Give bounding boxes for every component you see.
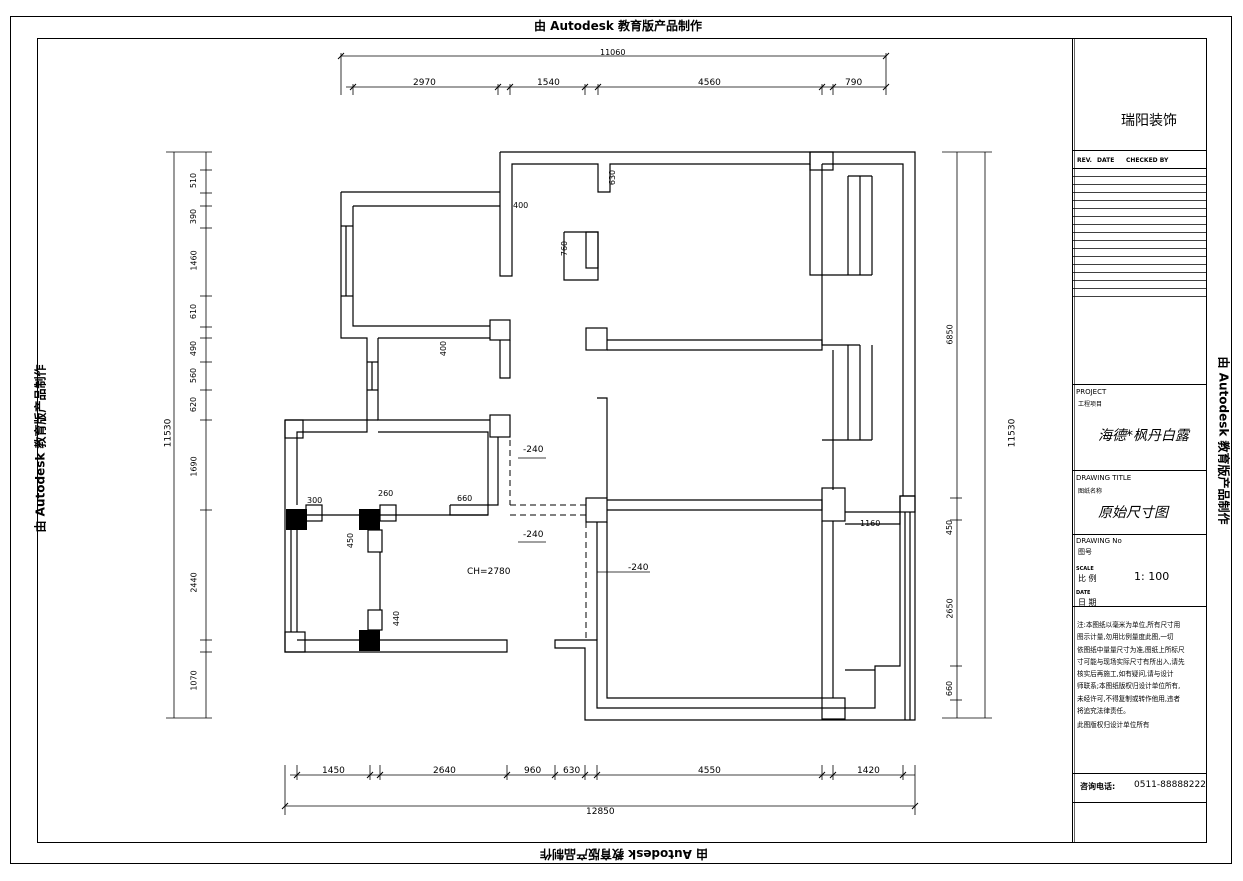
dim-left-total: 11530 [163, 418, 174, 448]
dim-bottom-3: 960 [524, 766, 542, 776]
dim-440-label: 440 [392, 610, 402, 627]
dim-bottom-1: 1450 [322, 766, 345, 776]
beam-dashed-lines [497, 440, 587, 640]
dim-right-1: 6850 [945, 324, 955, 345]
inner-border [37, 38, 1207, 843]
date-sublabel: 日 期 [1078, 598, 1097, 607]
note-line: 核实后再施工,如有疑问,请与设计 [1077, 670, 1174, 679]
dim-bottom-6: 1420 [857, 766, 880, 776]
project-name: 海德*枫丹白露 [1098, 428, 1189, 444]
note-line: 未经许可,不得复制或转作他用,违者 [1077, 694, 1181, 703]
company-name: 瑞阳装饰 [1121, 113, 1177, 129]
revision-rows [1072, 176, 1206, 297]
dim-left-7: 620 [189, 396, 199, 413]
dim-right-4: 660 [945, 680, 955, 697]
ceiling-height-label: CH=2780 [467, 567, 511, 577]
dim-450-label: 450 [346, 532, 356, 549]
dim-right-3: 2650 [945, 598, 955, 619]
drawing-title: 原始尺寸图 [1098, 505, 1168, 521]
dim-left-6: 560 [189, 367, 199, 384]
copyright-note: 此图版权归设计单位所有 [1077, 721, 1150, 730]
dim-right-total: 11530 [1007, 418, 1018, 448]
note-line: 寸可能与现场实际尺寸有所出入,请先 [1077, 657, 1185, 666]
phone-number: 0511-88888222 [1134, 780, 1206, 790]
title-block-grid [1072, 150, 1206, 803]
dim-660-label: 660 [457, 494, 473, 503]
date-label: DATE [1076, 590, 1091, 596]
dim-630-label: 630 [608, 169, 618, 186]
rev-header-date: DATE [1097, 157, 1115, 164]
beam-depth-label-2: -240 [523, 530, 544, 540]
phone-label: 咨询电话: [1080, 782, 1116, 791]
drawing-title-label: DRAWING TITLE [1076, 474, 1132, 482]
outer-border [10, 16, 1232, 864]
dim-top-1: 2970 [413, 78, 436, 88]
dim-bottom-4: 630 [563, 766, 581, 776]
watermark-top: 由 Autodesk 教育版产品制作 [534, 19, 703, 33]
project-sublabel: 工程项目 [1078, 401, 1103, 408]
dim-left-3: 1460 [189, 250, 199, 271]
note-line: 注:本图纸以毫米为单位,所有尺寸用 [1077, 621, 1181, 629]
drawing-title-sublabel: 图纸名称 [1078, 488, 1103, 495]
beam-depth-label-3: -240 [628, 563, 649, 573]
drawing-no-label: DRAWING No [1076, 537, 1122, 545]
scale-sublabel: 比 例 [1078, 574, 1097, 583]
rev-header-checked: CHECKED BY [1126, 157, 1169, 164]
scale-label: SCALE [1076, 566, 1094, 572]
watermark-bottom: 由 Autodesk 教育版产品制作 [540, 847, 709, 861]
dimension-lines [166, 53, 992, 815]
dim-400-label-a: 400 [513, 201, 529, 210]
drawing-no-sublabel: 图号 [1078, 548, 1092, 556]
dim-bottom-2: 2640 [433, 766, 456, 776]
dim-left-4: 610 [189, 303, 199, 320]
dim-260-label: 260 [378, 489, 394, 498]
project-label: PROJECT [1076, 388, 1107, 396]
dim-1160-label: 1160 [860, 519, 881, 528]
scale-value: 1: 100 [1134, 570, 1170, 583]
watermark-left: 由 Autodesk 教育版产品制作 [33, 364, 48, 533]
dim-top-3: 4560 [698, 78, 721, 88]
notes-block: 注:本图纸以毫米为单位,所有尺寸用 图示计量,勿用比例量度此图,一切 依图纸中量… [1077, 619, 1203, 732]
dim-bottom-total: 12850 [586, 807, 615, 817]
dim-bottom-5: 4550 [698, 766, 721, 776]
note-line: 将追究法律责任。 [1077, 707, 1130, 716]
note-line: 图示计量,勿用比例量度此图,一切 [1077, 633, 1174, 642]
structural-columns [286, 509, 380, 651]
dim-left-10: 1070 [189, 670, 199, 691]
dim-left-9: 2440 [189, 572, 199, 593]
dim-top-4: 790 [845, 78, 863, 88]
dim-left-5: 490 [189, 340, 199, 357]
dim-top-2: 1540 [537, 78, 560, 88]
dim-left-1: 510 [189, 172, 199, 189]
floor-plan-walls [284, 151, 916, 721]
dim-300-label: 300 [307, 496, 323, 505]
dim-top-total: 11060 [600, 48, 626, 57]
dim-left-8: 1690 [189, 456, 199, 477]
note-line: 依图纸中量量尺寸为准,图纸上所标尺 [1077, 645, 1185, 654]
dim-right-2: 450 [945, 519, 955, 536]
rev-header-rev: REV. [1077, 157, 1092, 164]
beam-depth-label-1: -240 [523, 445, 544, 455]
note-line: 师联系;本图纸版权归设计单位所有, [1077, 682, 1181, 691]
dim-left-2: 390 [189, 208, 199, 225]
dim-400-label-b: 400 [439, 340, 449, 357]
dim-760-label: 760 [560, 240, 570, 257]
dimension-ticks [281, 52, 919, 810]
watermark-right: 由 Autodesk 教育版产品制作 [1216, 356, 1231, 525]
